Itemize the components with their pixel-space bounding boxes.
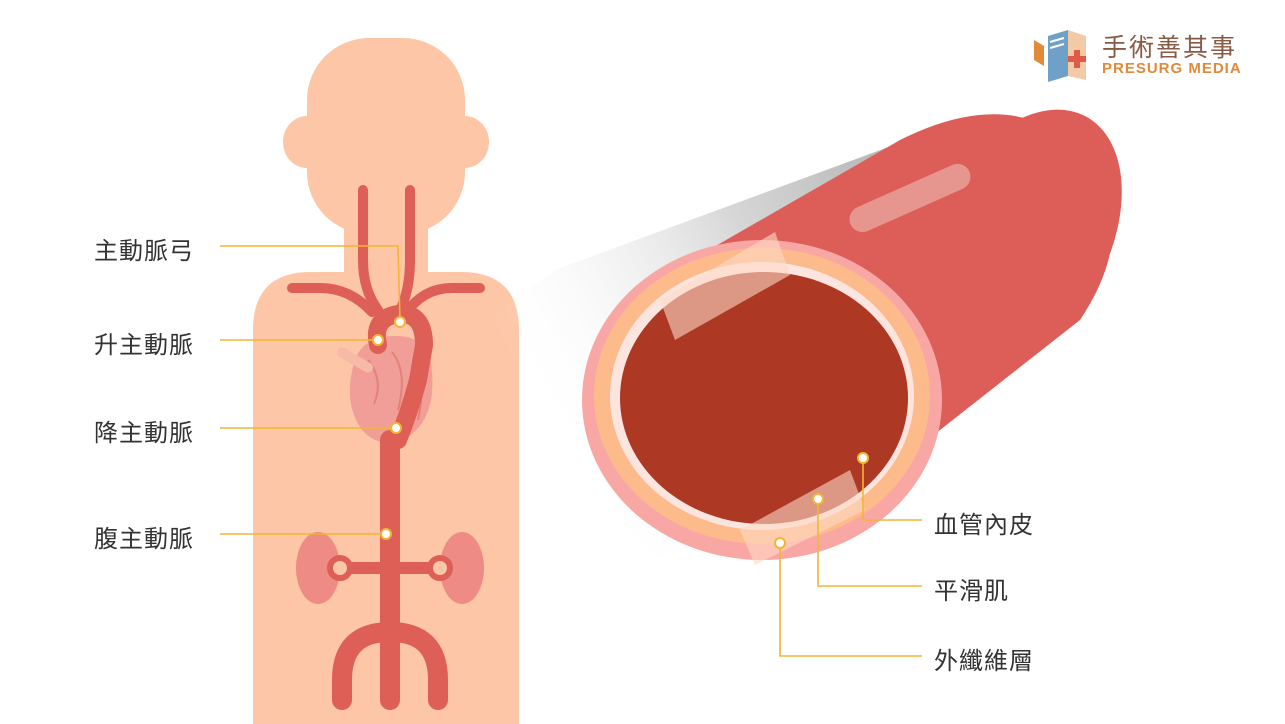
leader-adventitia bbox=[779, 543, 922, 657]
cutaway-band-top bbox=[660, 232, 790, 340]
label-descending-aorta: 降主動脈 bbox=[94, 419, 194, 447]
left-carotid bbox=[358, 185, 383, 315]
leader-smooth-muscle bbox=[817, 499, 922, 587]
vessel-highlight bbox=[849, 163, 971, 233]
kidneys bbox=[296, 532, 484, 604]
leader-endothelium bbox=[862, 458, 922, 521]
brand-name-cn: 手術善其事 bbox=[1102, 33, 1238, 62]
label-adventitia: 外纖維層 bbox=[934, 647, 1034, 675]
left-ear bbox=[283, 116, 331, 168]
presurg-logo-icon bbox=[1034, 30, 1086, 82]
head bbox=[307, 38, 465, 234]
label-smooth-muscle: 平滑肌 bbox=[934, 577, 1009, 605]
label-abdominal-aorta: 腹主動脈 bbox=[94, 525, 194, 553]
right-ear bbox=[441, 116, 489, 168]
brand-name-en: PRESURG MEDIA bbox=[1102, 60, 1242, 77]
label-endothelium: 血管內皮 bbox=[934, 511, 1034, 539]
lumen bbox=[620, 272, 908, 524]
brand-logo: 手術善其事 PRESURG MEDIA bbox=[1030, 26, 1270, 86]
leader-lines bbox=[220, 245, 922, 657]
left-kidney bbox=[296, 532, 340, 604]
cutaway-band-bottom bbox=[740, 470, 865, 565]
right-kidney bbox=[440, 532, 484, 604]
label-aortic-arch: 主動脈弓 bbox=[94, 237, 194, 265]
vessel-cross-section bbox=[582, 109, 1122, 565]
leader-dots bbox=[372, 316, 869, 549]
left-subclavian bbox=[287, 283, 377, 317]
iliac-arch bbox=[332, 622, 448, 710]
leader-aortic-arch bbox=[220, 245, 401, 323]
label-ascending-aorta: 升主動脈 bbox=[94, 331, 194, 359]
aortic-arch-vessel bbox=[368, 304, 433, 449]
